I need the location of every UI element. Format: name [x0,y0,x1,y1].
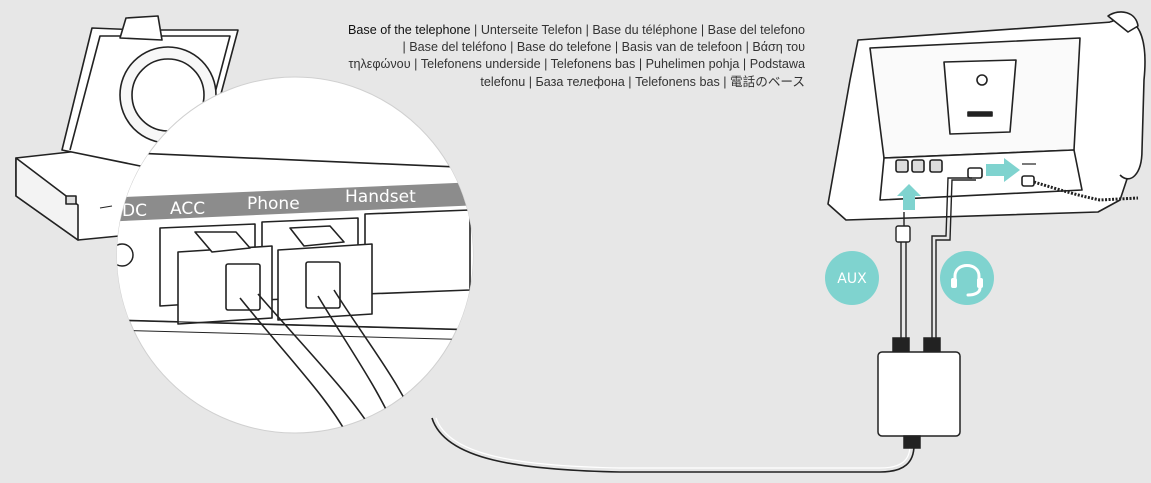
port-label-acc: ACC [170,199,205,219]
port-label-handset: Handset [345,187,416,207]
dc-socket [117,243,134,267]
desk-telephone [827,11,1146,221]
caption-lead: Base of the telephone [348,23,471,37]
caption-translations: | Unterseite Telefon | Base du téléphone… [348,23,806,89]
port-label-dc: DC [122,201,147,221]
caption-text: Base of the telephone | Unterseite Telef… [345,22,805,91]
splitter-box [877,337,961,449]
headset-right-arrow [986,158,1020,182]
headset-icon [951,264,983,297]
phone-cables [895,177,976,340]
handset-cord [1033,180,1139,202]
zoomed-ports: DC ACC Phone Handset [117,151,473,433]
handset-socket [364,209,471,295]
port-label-phone: Phone [247,194,300,214]
aux-badge: AUX [825,251,879,305]
svg-text:AUX: AUX [837,271,867,287]
main-cable [431,417,915,473]
headset-badge [940,251,994,305]
aux-up-arrow [897,184,921,210]
